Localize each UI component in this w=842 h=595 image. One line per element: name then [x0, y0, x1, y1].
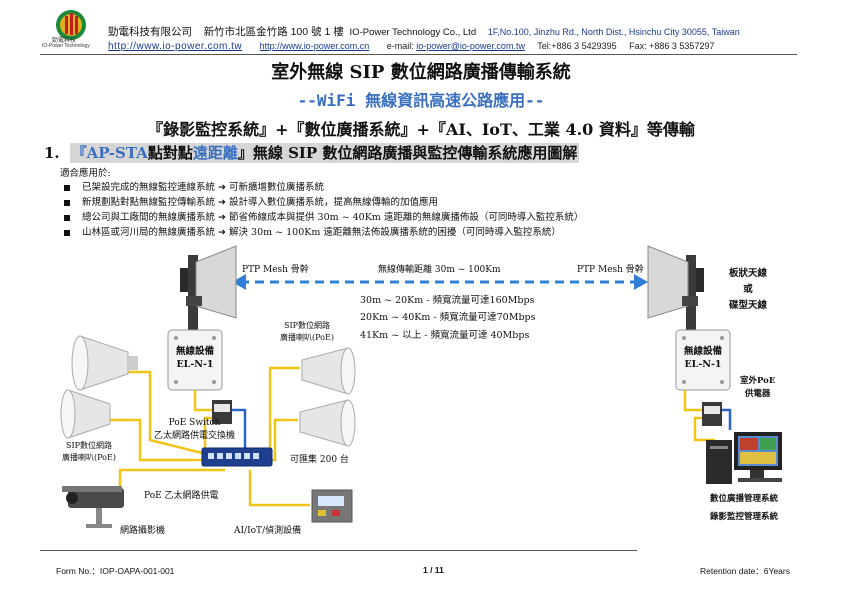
speaker-label-line: SIP數位網路 — [65, 441, 112, 450]
ai-iot-label: AI/IoT/偵測設備 — [234, 526, 302, 536]
page-number: 1 / 11 — [423, 565, 444, 575]
application-list: 已架設完成的無線監控連線系統 ➔ 可新擴增數位廣播系統 新規劃點對點無線監控傳輸… — [64, 180, 583, 240]
retention-date: Retention date：6Years — [700, 566, 790, 576]
email-label: e-mail: — [386, 41, 414, 51]
distance-label: 無線傳輸距離 30m ~ 100Km — [378, 265, 501, 275]
management-label-line: 錄影監控管理系統 — [710, 512, 779, 522]
company-name-zh: 勁電科技有限公司 — [108, 26, 192, 38]
ptp-right-label: PTP Mesh 骨幹 — [577, 265, 644, 275]
footer-divider — [40, 550, 637, 551]
power-cable-right — [720, 408, 732, 430]
poe-label-line: 供電器 — [744, 389, 771, 399]
list-item-text: 山林區或河川局的無線廣播系統 ➔ 解決 30m ~ 100Km 遠距離無法佈設廣… — [82, 227, 561, 238]
list-item-text: 新規劃點對點無線監控傳輸系統 ➔ 設計導入數位廣播系統，提高無線傳輸的加值應用 — [82, 197, 439, 208]
poe-switch-icon — [201, 447, 273, 467]
section-number: 1. — [44, 144, 60, 162]
list-item: 總公司與工廠間的無線廣播系統 ➔ 節省佈線成本與提供 30m ~ 40Km 遠距… — [64, 210, 583, 225]
list-item: 山林區或河川局的無線廣播系統 ➔ 解決 30m ~ 100Km 遠距離無法佈設廣… — [64, 225, 583, 240]
phone: Tel:+886 3 5429395 — [537, 41, 617, 51]
management-label: 數位廣播管理系統 錄影監控管理系統 — [710, 490, 778, 526]
section-highlight: 『AP-STA點對點遠距離』無線 SIP 數位網路廣播與監控傳輸系統應用圖解 — [69, 143, 580, 163]
website-link-tw[interactable]: http://www.io-power.com.tw — [108, 41, 243, 52]
logo-subtext: IO-Power Technology — [42, 43, 90, 49]
speaker-label-line: 廣播喇叭(PoE) — [62, 453, 116, 462]
bandwidth-line-3: 41Km ~ 以上 - 頻寬流量可達 40Mbps — [360, 330, 530, 341]
camera-label: 網路攝影機 — [120, 526, 166, 536]
section-part-long-distance: 遠距離 — [192, 144, 238, 162]
horn-speaker-icon — [60, 389, 111, 439]
antenna-type-line: 碟型天線 — [728, 300, 767, 311]
section-part-rest: 無線 SIP 數位網路廣播與監控傳輸系統應用圖解 — [252, 144, 578, 162]
switch-label-line: PoE Switch — [168, 418, 221, 428]
wireless-link-arrow — [232, 274, 648, 290]
bullet-square-icon — [64, 199, 70, 206]
page-subtitle: --WiFi 無線資訊高速公路應用-- — [297, 91, 545, 110]
right-wireless-device-icon — [675, 329, 731, 391]
ip-camera-icon — [62, 486, 124, 528]
list-item-text: 總公司與工廠間的無線廣播系統 ➔ 節省佈線成本與提供 30m ~ 40Km 遠距… — [82, 212, 584, 223]
bullet-square-icon — [64, 214, 70, 221]
bandwidth-line-2: 20Km ~ 40Km - 頻寬流量可達70Mbps — [360, 312, 536, 323]
device-label-line: EL-N-1 — [684, 359, 722, 370]
left-wireless-device-icon — [167, 329, 223, 391]
form-number: Form No.：IOP-OAPA-001-001 — [56, 566, 175, 576]
horn-speaker-icon — [71, 335, 138, 391]
company-name-en: IO-Power Technology Co., Ltd — [349, 27, 477, 38]
contact-line: http://www.io-power.com.tw http://www.io… — [108, 41, 714, 52]
sip-speaker-top-label: SIP數位網路 廣播喇叭(PoE) — [280, 320, 334, 344]
speaker-label-line: SIP數位網路 — [283, 321, 330, 330]
poe-injector-icon — [212, 400, 232, 424]
fax: Fax: +886 3 5357297 — [629, 41, 715, 51]
header-divider — [40, 54, 797, 55]
speaker-label-line: 廣播喇叭(PoE) — [280, 333, 334, 342]
section-part-close: 』 — [237, 144, 253, 162]
poe-switch-label: PoE Switch 乙太網路供電交換機 — [154, 417, 235, 443]
company-address-zh: 新竹市北區金竹路 100 號 1 樓 — [203, 26, 344, 38]
device-label-line: 無線設備 — [175, 346, 214, 357]
section-part-ptp: 點對點 — [147, 144, 193, 162]
section-part-ap-sta: 『AP-STA — [71, 144, 148, 162]
applies-label: 適合應用於: — [60, 168, 111, 179]
poe-power-label: PoE 乙太網路供電 — [144, 491, 219, 501]
expandable-label: 可匯集 200 台 — [290, 455, 349, 465]
company-address-en: 1F,No.100, Jinzhu Rd., North Dist., Hsin… — [487, 27, 740, 37]
list-item: 已架設完成的無線監控連線系統 ➔ 可新擴增數位廣播系統 — [64, 180, 583, 195]
outdoor-poe-label: 室外PoE 供電器 — [740, 375, 775, 401]
poe-label-line: 室外PoE — [740, 376, 776, 386]
management-label-line: 數位廣播管理系統 — [710, 494, 779, 504]
list-item: 新規劃點對點無線監控傳輸系統 ➔ 設計導入數位廣播系統，提高無線傳輸的加值應用 — [64, 195, 583, 210]
device-label-line: EL-N-1 — [176, 359, 214, 370]
bandwidth-line-1: 30m ~ 20Km - 頻寬流量可達160Mbps — [360, 295, 535, 306]
page-title: 室外無線 SIP 數位網路廣播傳輸系統 — [271, 62, 571, 83]
company-logo — [42, 8, 100, 52]
bullet-square-icon — [64, 184, 70, 191]
horn-speaker-icon — [299, 399, 356, 447]
website-link-cn[interactable]: http://www.io-power.com.cn — [259, 41, 370, 51]
iot-device-icon — [311, 489, 353, 523]
email-link[interactable]: io-power@io-power.com.tw — [416, 41, 525, 51]
antenna-type-label: 板狀天線 或 碟型天線 — [722, 266, 774, 314]
power-cable — [230, 408, 247, 450]
outdoor-poe-injector-icon — [702, 402, 722, 426]
left-device-label: 無線設備 EL-N-1 — [170, 345, 220, 371]
page-tagline: 『錄影監控系統』+『數位廣播系統』+『AI、IoT、工業 4.0 資料』等傳輸 — [147, 120, 695, 139]
logo-text: 勁電科技 — [52, 37, 77, 44]
bullet-square-icon — [64, 229, 70, 236]
sip-speaker-left-label: SIP數位網路 廣播喇叭(PoE) — [62, 440, 116, 464]
management-pc-icon — [706, 432, 782, 484]
device-label-line: 無線設備 — [683, 346, 722, 357]
right-panel-antenna-icon — [647, 245, 704, 335]
antenna-type-line: 或 — [743, 284, 753, 295]
left-panel-antenna-icon — [180, 245, 237, 335]
network-diagram — [60, 245, 782, 528]
list-item-text: 已架設完成的無線監控連線系統 ➔ 可新擴增數位廣播系統 — [82, 182, 325, 193]
section-heading: 1. 『AP-STA點對點遠距離』無線 SIP 數位網路廣播與監控傳輸系統應用圖解 — [44, 142, 580, 163]
horn-speaker-icon — [301, 347, 356, 395]
antenna-type-line: 板狀天線 — [728, 268, 767, 279]
right-device-label: 無線設備 EL-N-1 — [678, 345, 728, 371]
ptp-left-label: PTP Mesh 骨幹 — [242, 265, 309, 275]
switch-label-line: 乙太網路供電交換機 — [154, 431, 236, 441]
company-info-line: 勁電科技有限公司 新竹市北區金竹路 100 號 1 樓 IO-Power Tec… — [108, 24, 740, 39]
